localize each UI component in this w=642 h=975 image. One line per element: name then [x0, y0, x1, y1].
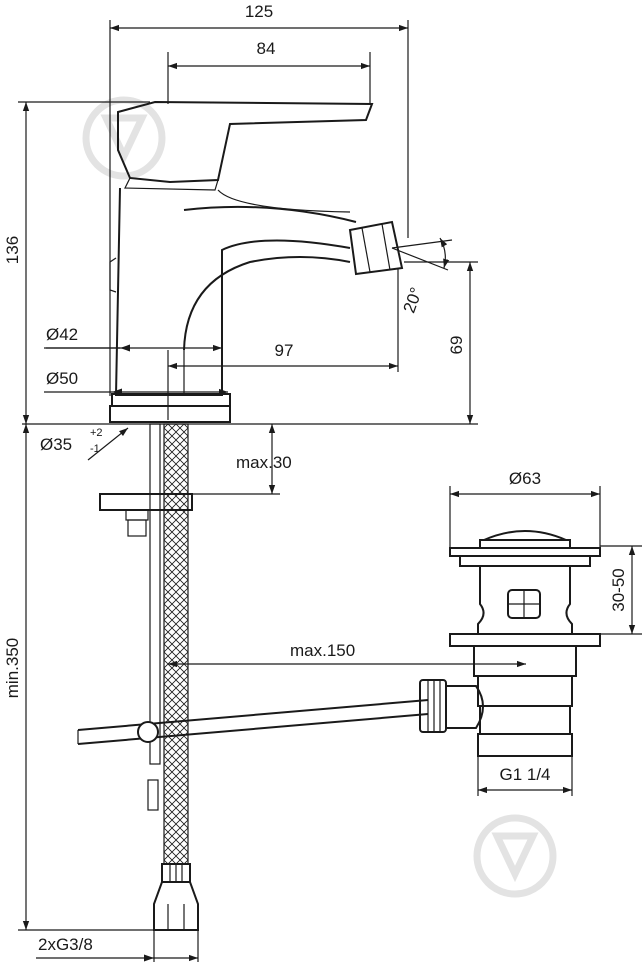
dim-waste-height: 30-50	[600, 545, 642, 635]
label-waste-thread: G1 1/4	[499, 765, 550, 784]
popup-rod	[77, 699, 429, 745]
dim-waste-thread: G1 1/4	[477, 756, 573, 796]
label-hose-length: min.350	[3, 638, 22, 698]
dim-hole-diameter: Ø35 +2 -1	[40, 427, 129, 461]
label-width-total: 125	[245, 2, 273, 21]
dim-rod-reach: max.150	[168, 641, 526, 668]
label-swivel-angle: 20°	[400, 285, 427, 316]
label-hole-tol-plus: +2	[90, 427, 103, 439]
dim-hose-length: min.350	[3, 424, 154, 931]
dim-diameter-42: Ø42	[44, 325, 222, 352]
dim-diameter-50: Ø50	[44, 369, 228, 396]
dim-outlet-height: 69	[404, 261, 478, 424]
dim-width-spout: 84	[167, 39, 371, 104]
dim-spout-reach: 97	[167, 268, 399, 420]
label-hole-tol-minus: -1	[90, 443, 100, 455]
dim-waste-diameter: Ø63	[449, 469, 601, 548]
label-spout-reach: 97	[275, 341, 294, 360]
label-supply-connection: 2xG3/8	[38, 935, 93, 954]
label-diameter-42: Ø42	[46, 325, 78, 344]
watermark-logo-icon	[82, 96, 557, 898]
label-waste-height: 30-50	[609, 568, 628, 611]
label-outlet-height: 69	[447, 336, 466, 355]
dim-supply-connection: 2xG3/8	[36, 930, 199, 962]
faucet-body	[109, 100, 404, 423]
dim-swivel-angle: 20°	[391, 237, 453, 316]
label-deck-thickness: max.30	[236, 453, 292, 472]
mounting-assembly	[99, 423, 199, 931]
dim-width-total: 125	[109, 2, 409, 396]
dim-deck-thickness: max.30	[190, 424, 292, 495]
label-hole-diameter: Ø35	[40, 435, 72, 454]
label-width-spout: 84	[257, 39, 276, 58]
waste-assembly	[419, 530, 601, 757]
label-waste-diameter: Ø63	[509, 469, 541, 488]
dim-height-total: 136	[3, 101, 150, 425]
label-height-total: 136	[3, 236, 22, 264]
label-diameter-50: Ø50	[46, 369, 78, 388]
label-rod-reach: max.150	[290, 641, 355, 660]
